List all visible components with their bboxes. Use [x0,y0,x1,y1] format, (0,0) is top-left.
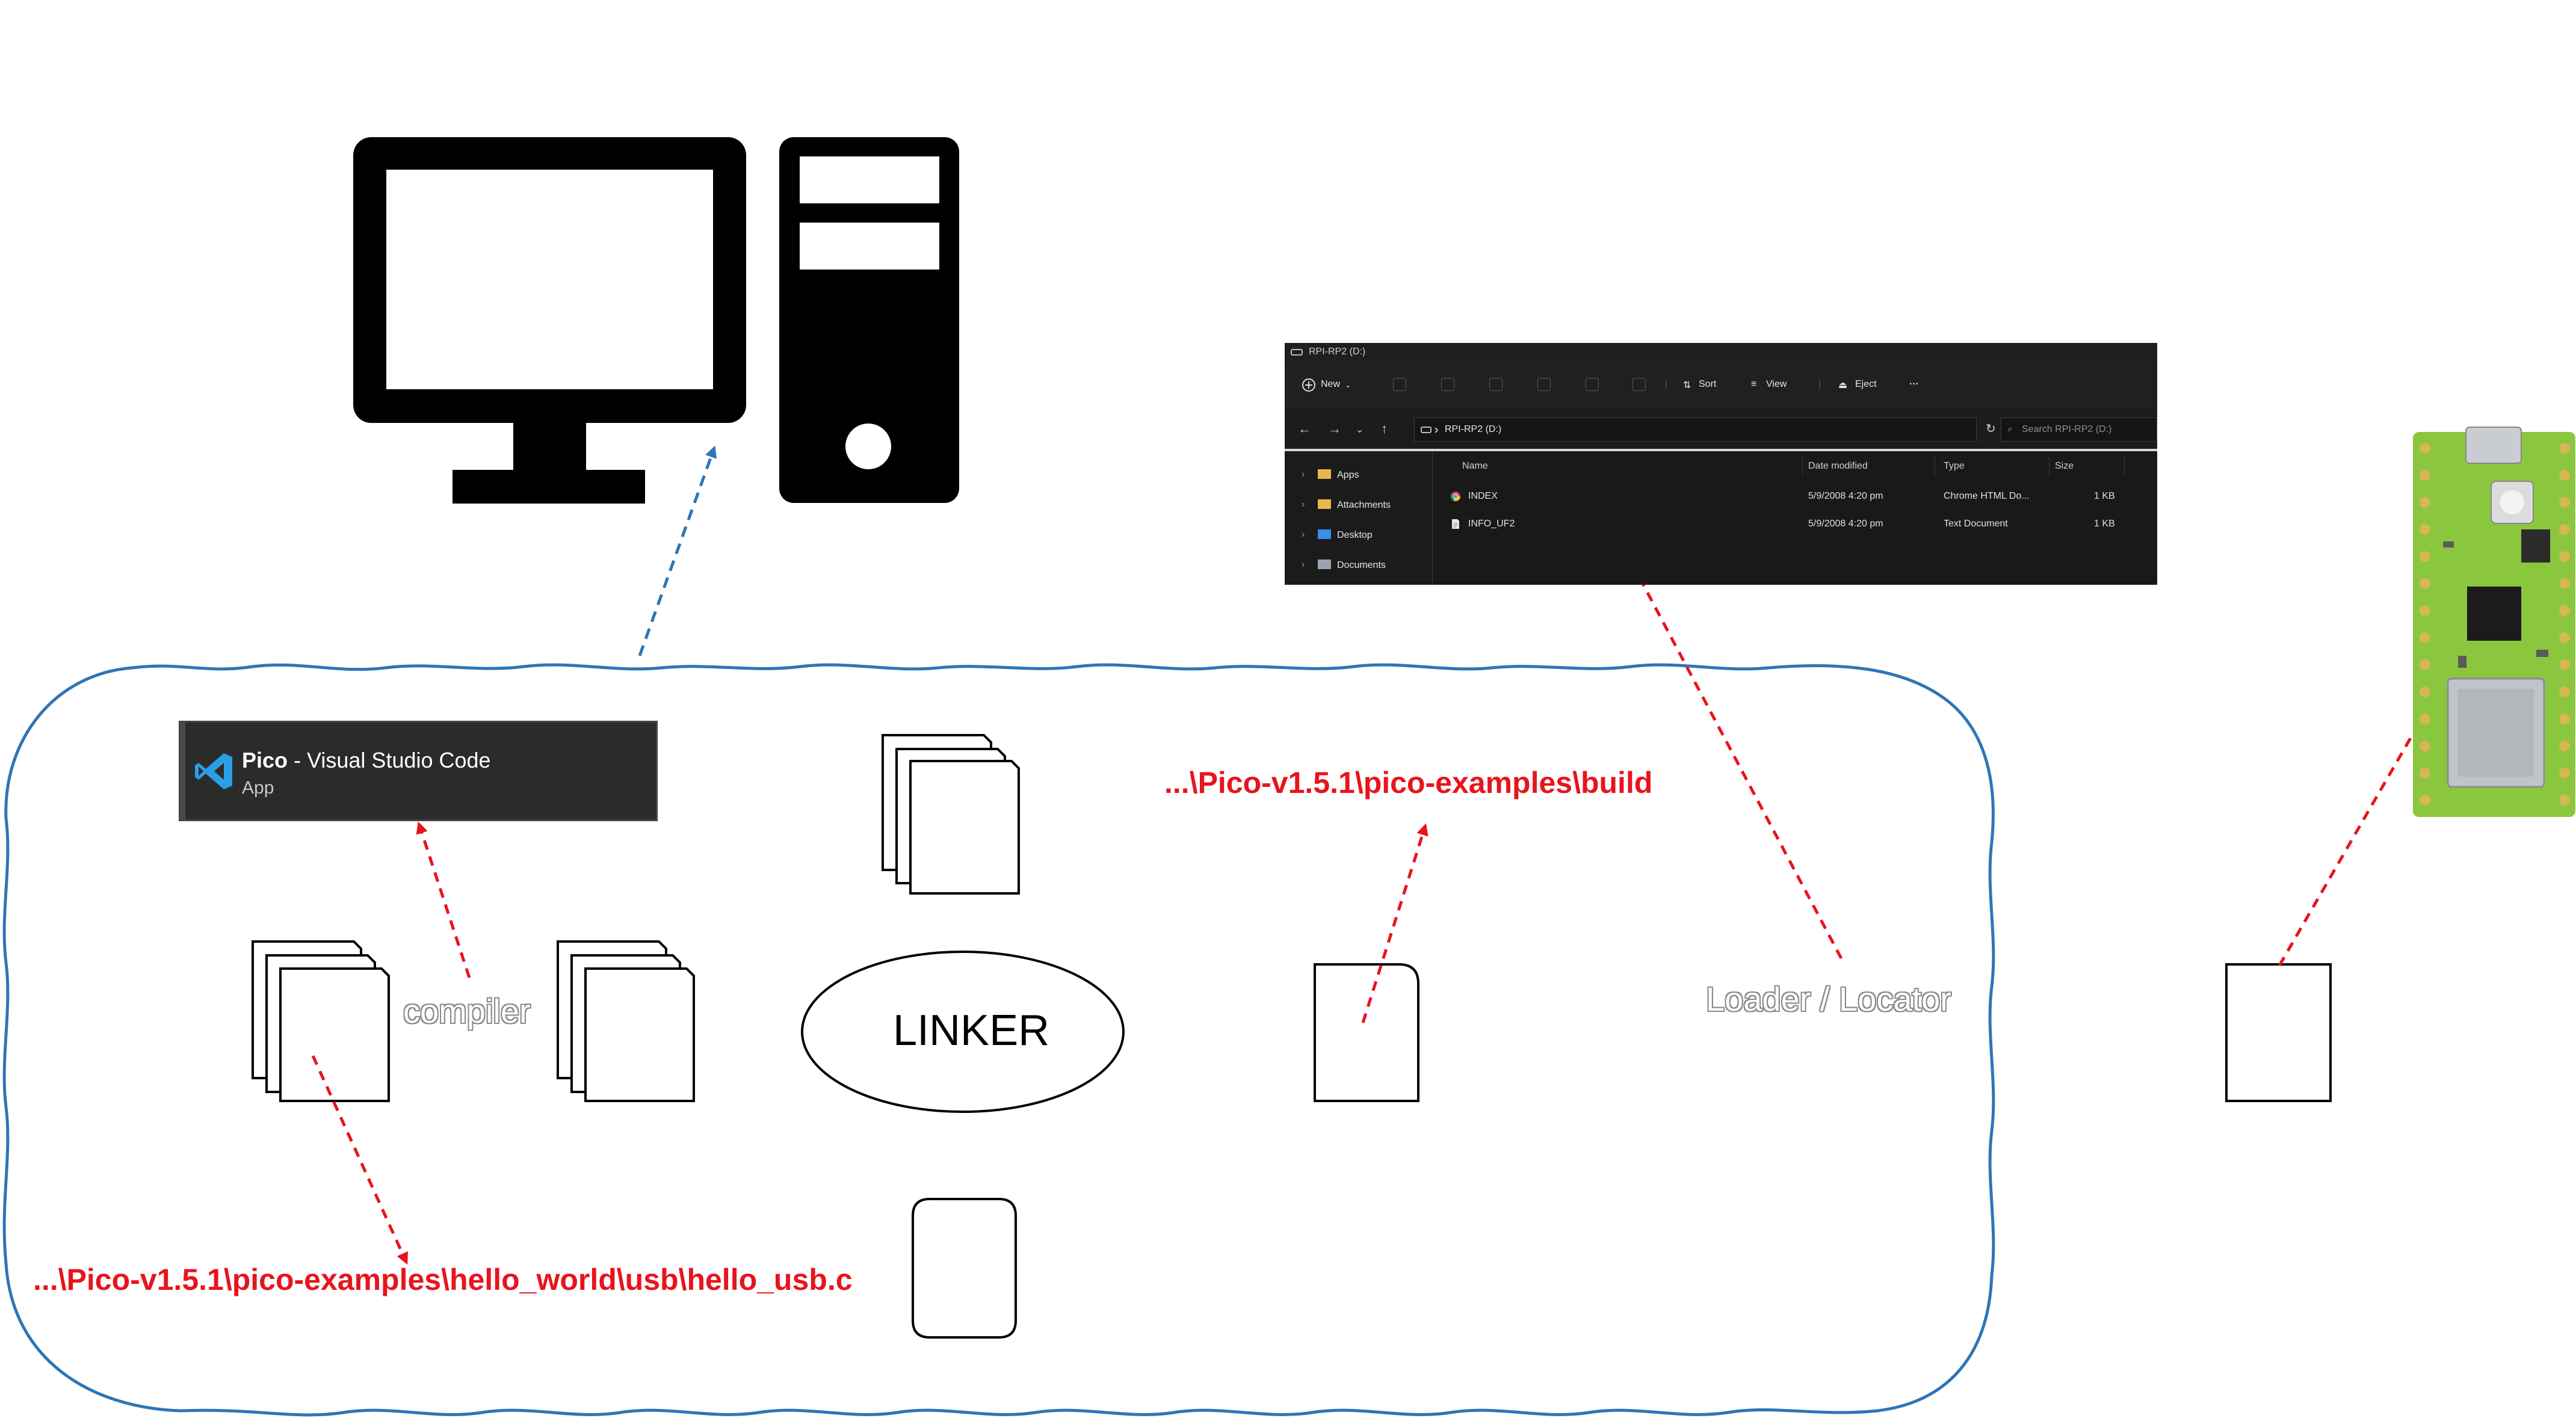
recent-chevron-icon[interactable]: ⌄ [1356,425,1364,435]
chrome-icon [1450,492,1461,502]
column-header-size[interactable]: Size [2055,461,2074,471]
vscode-app-tile: Pico - Visual Studio Code App [179,721,658,821]
desktop-icon [1318,529,1331,539]
arrow-source-to-path [311,1055,408,1265]
sidebar-item-label: Desktop [1337,530,1373,540]
loader-locator-label: Loader / Locator [1706,980,1951,1018]
blue-arrow-to-computer [638,445,717,656]
pc-tower-icon [779,137,959,503]
up-arrow-icon[interactable]: ↑ [1381,421,1388,436]
library-files-stack [882,734,1020,895]
file-size: 1 KB [2094,519,2115,529]
source-path-label: ...\Pico-v1.5.1\pico-examples\hello_worl… [33,1263,853,1296]
tile-strip [181,723,185,819]
system-boundary-cloud [2,663,1995,1417]
sidebar-item-label: Apps [1337,470,1359,480]
more-options-button[interactable]: ··· [1909,379,1919,389]
view-button[interactable]: View [1766,379,1787,389]
search-placeholder: Search RPI-RP2 (D:) [2022,424,2112,434]
new-button[interactable]: New [1321,379,1341,389]
column-header-type[interactable]: Type [1944,461,1965,471]
back-arrow-icon[interactable]: ← [1298,421,1311,436]
file-name: INDEX [1468,491,1498,501]
documents-icon [1318,559,1331,569]
sidebar-item-attachments[interactable]: Attachments [1318,499,1391,511]
explorer-toolbar: New ⌄ | ⇅ Sort ≡ View | ⏏ Eject ··· [1285,361,2157,410]
toolbar-divider-2: | [1818,379,1821,389]
drive-icon [1291,349,1303,356]
file-date: 5/9/2008 4:20 pm [1808,519,1883,529]
arrow-loader-to-explorer [1630,560,1843,960]
monitor-icon [353,137,746,504]
new-chevron-icon[interactable]: ⌄ [1345,381,1351,389]
rename-icon[interactable] [1537,378,1551,391]
expand-arrow-icon[interactable]: › [1302,529,1305,540]
copy-icon[interactable] [1441,378,1454,391]
sidebar-item-apps[interactable]: Apps [1318,469,1359,481]
file-explorer-window: RPI-RP2 (D:) New ⌄ | ⇅ Sort ≡ View | ⏏ E… [1285,343,2157,585]
file-size: 1 KB [2094,491,2115,501]
folder-icon [1318,499,1331,509]
toolbar-divider: | [1665,379,1668,389]
vscode-title-rest: - Visual Studio Code [288,748,491,772]
compiler-label: compiler [403,992,531,1030]
text-file-icon [1452,519,1459,529]
address-drive-icon [1421,427,1439,433]
eject-button[interactable]: Eject [1855,379,1877,389]
sort-icon[interactable]: ⇅ [1683,380,1691,390]
explorer-titlebar: RPI-RP2 (D:) [1285,343,2157,361]
sort-button[interactable]: Sort [1699,379,1717,389]
explorer-window-title: RPI-RP2 (D:) [1309,347,1366,357]
address-text: RPI-RP2 (D:) [1445,424,1502,434]
delete-icon[interactable] [1632,378,1646,391]
forward-arrow-icon[interactable]: → [1328,421,1341,436]
address-bar[interactable]: RPI-RP2 (D:) [1414,418,1977,442]
search-box[interactable]: ⌕ Search RPI-RP2 (D:) [2001,418,2157,442]
linker-ellipse [801,951,1125,1113]
linker-script-file [912,1198,1017,1339]
file-name: INFO_UF2 [1468,519,1515,529]
column-header-name[interactable]: Name [1462,461,1488,471]
vscode-logo-icon [195,753,232,789]
sidebar-item-documents[interactable]: Documents [1318,559,1386,571]
file-type: Chrome HTML Do... [1944,491,2030,501]
file-date: 5/9/2008 4:20 pm [1808,491,1883,501]
vscode-subtitle: App [242,778,274,798]
sidebar-item-label: Documents [1337,560,1386,570]
view-icon[interactable]: ≡ [1751,379,1757,389]
vscode-title: Pico - Visual Studio Code [242,748,491,773]
vscode-title-bold: Pico [242,748,288,772]
file-type: Text Document [1944,519,2008,529]
eject-icon[interactable]: ⏏ [1838,380,1848,390]
arrow-exe-to-build-path [1361,823,1429,1023]
build-path-label: ...\Pico-v1.5.1\pico-examples\build [1164,766,1653,800]
explorer-navbar: ← → ⌄ ↑ RPI-RP2 (D:) ↻ ⌕ Search RPI-RP2 … [1285,409,2157,451]
share-icon[interactable] [1586,378,1599,391]
sidebar-item-desktop[interactable]: Desktop [1318,529,1373,541]
new-plus-icon[interactable] [1302,378,1316,392]
refresh-icon[interactable]: ↻ [1986,422,1996,436]
loaded-file [2225,963,2332,1102]
search-icon: ⌕ [2007,424,2013,434]
explorer-sidebar: › Apps › Attachments › Desktop › Documen… [1285,451,1433,585]
pico-board-image [2413,427,2575,817]
expand-arrow-icon[interactable]: › [1302,499,1305,510]
linker-label: LINKER [893,1006,1050,1055]
expand-arrow-icon[interactable]: › [1302,559,1305,570]
column-separator [2124,457,2125,475]
object-files-stack [557,940,695,1102]
paste-icon[interactable] [1489,378,1503,391]
column-separator [1802,457,1803,475]
folder-icon [1318,469,1331,479]
arrow-compiler-to-vscode [416,821,471,978]
sidebar-item-label: Attachments [1337,500,1391,510]
column-header-date[interactable]: Date modified [1808,461,1868,471]
expand-arrow-icon[interactable]: › [1302,469,1305,479]
source-files-stack [252,940,390,1102]
executable-file [1314,963,1419,1102]
cut-icon[interactable] [1393,378,1406,391]
